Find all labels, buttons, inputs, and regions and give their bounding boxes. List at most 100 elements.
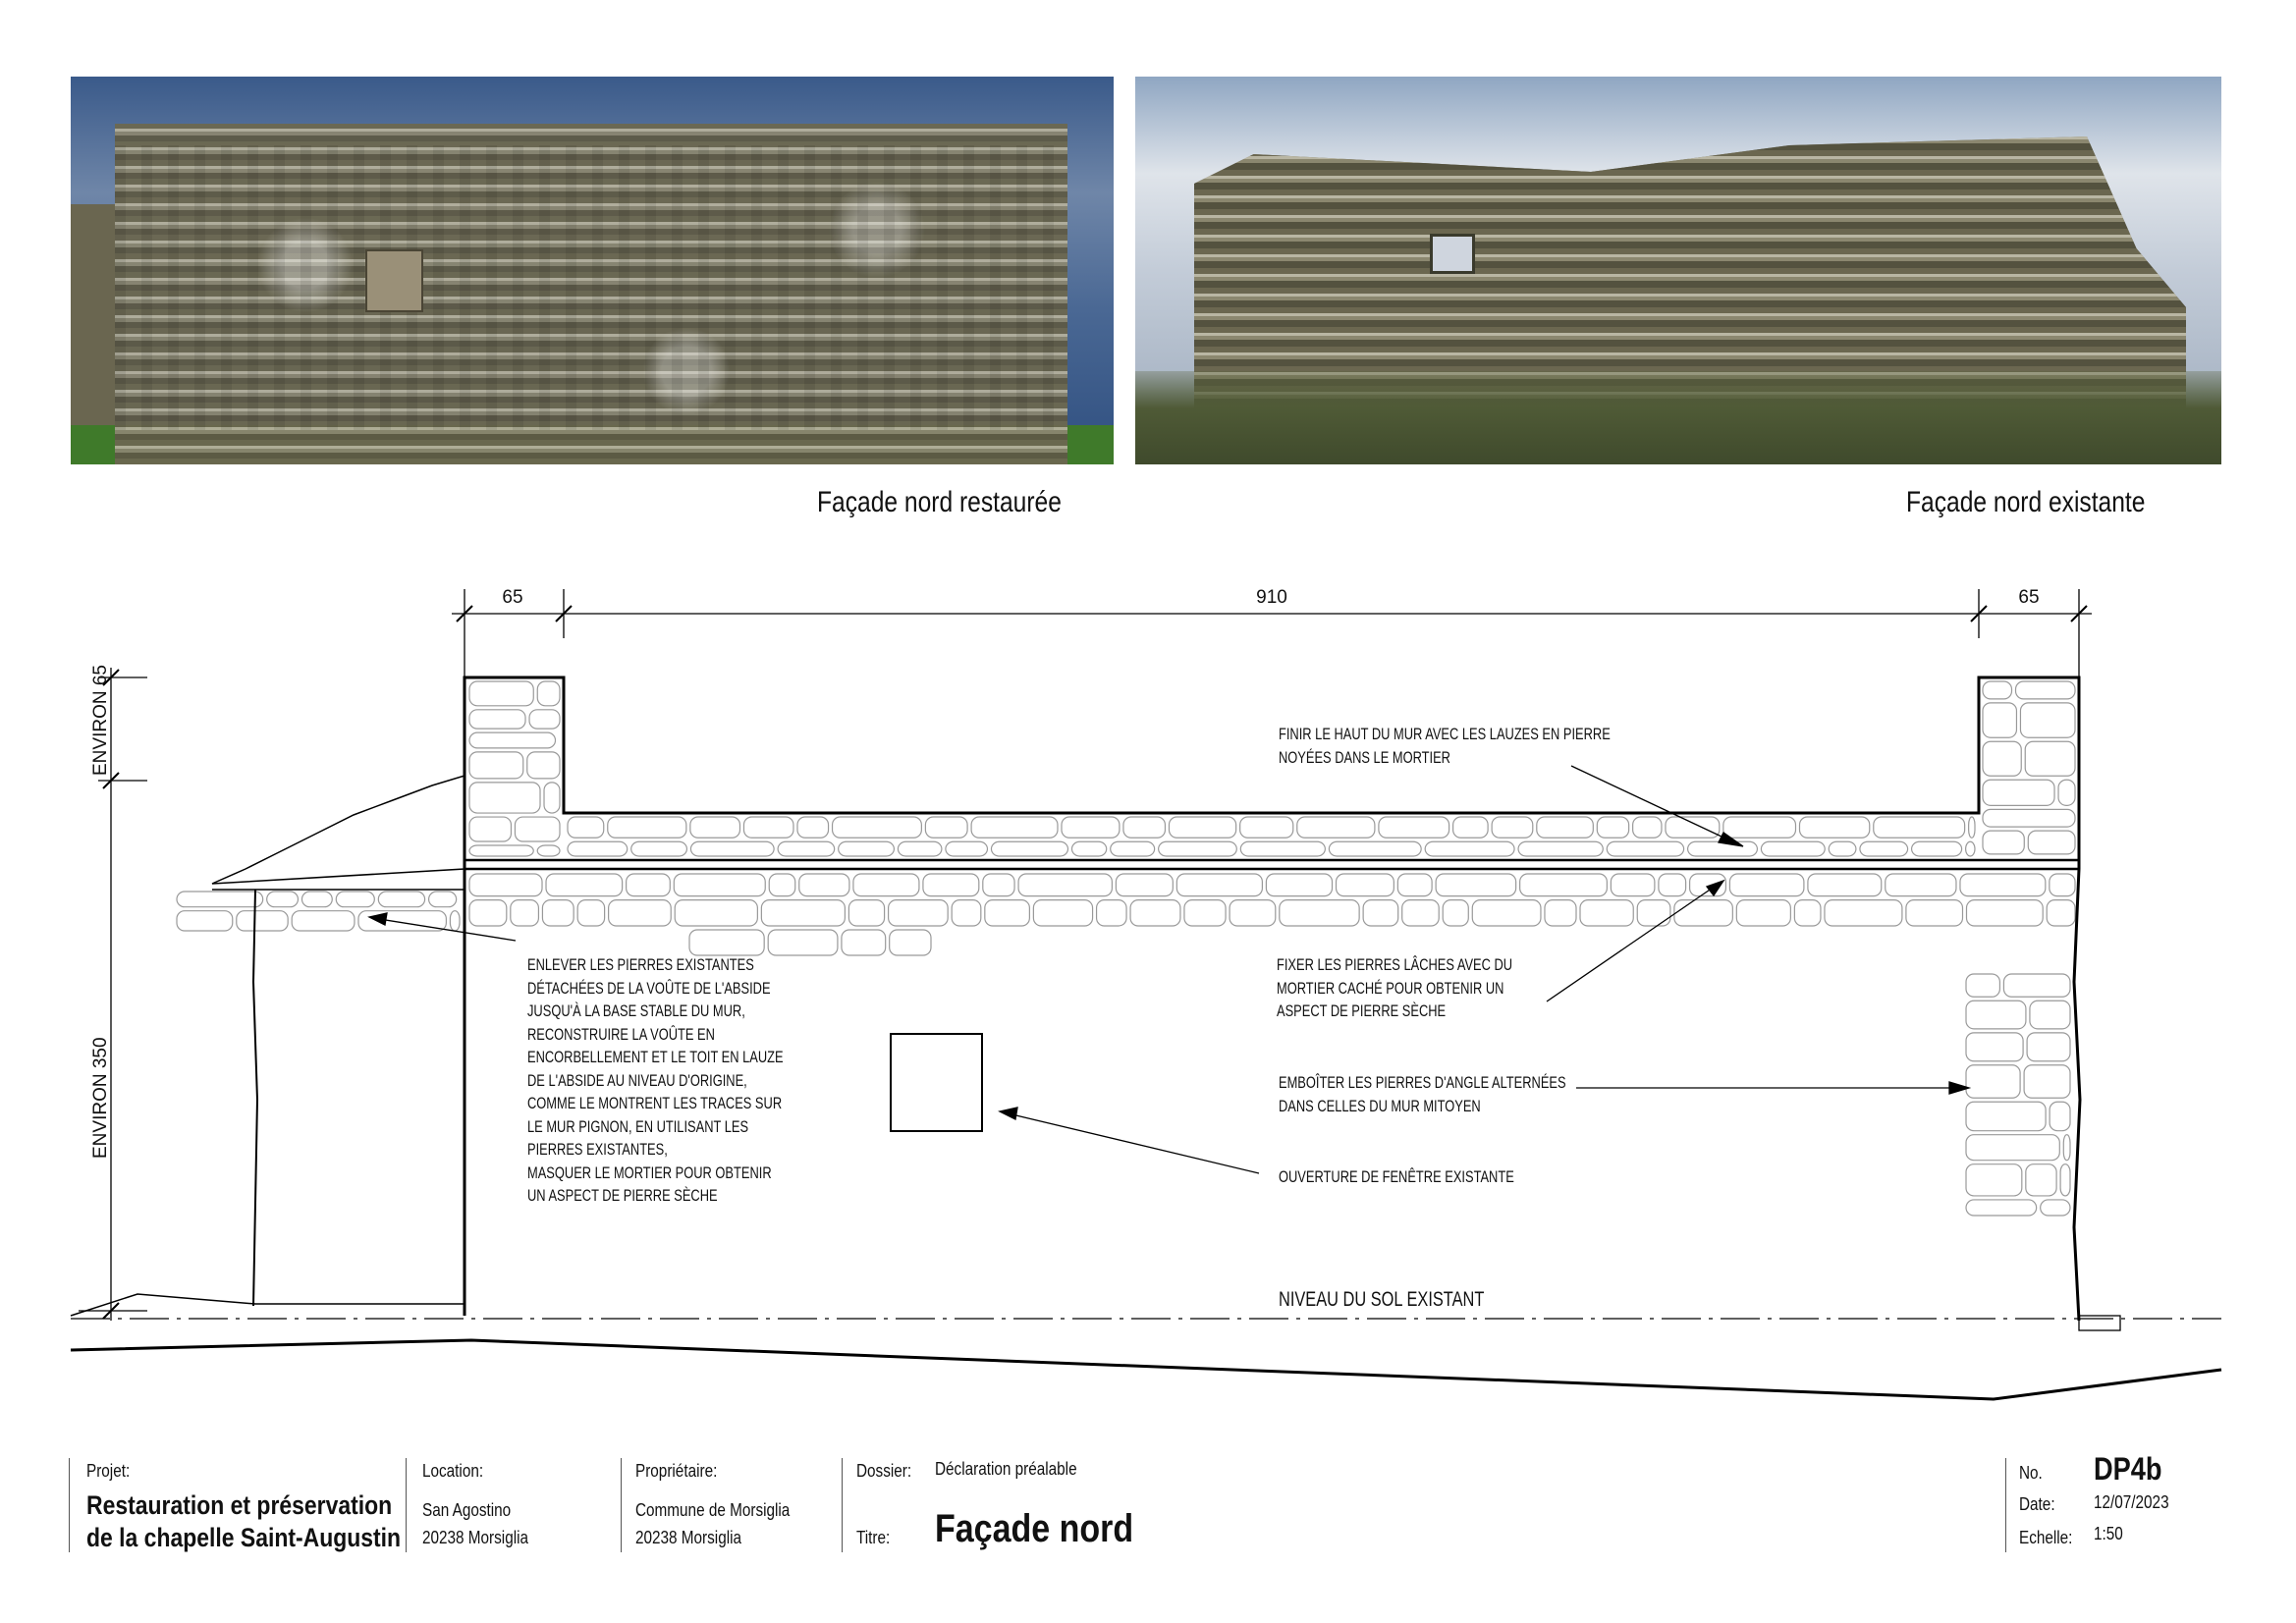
drawing-number: DP4b xyxy=(2094,1451,2162,1487)
stone xyxy=(541,899,574,927)
stone xyxy=(2049,1101,2071,1132)
stone xyxy=(1536,816,1594,839)
owner-line1: Commune de Morsiglia xyxy=(635,1500,791,1520)
stone xyxy=(514,816,561,842)
stone xyxy=(796,816,830,839)
stone xyxy=(510,899,540,927)
stone xyxy=(852,873,920,897)
stone xyxy=(688,929,765,956)
annotation-arrows xyxy=(367,765,1972,1174)
location-line1: San Agostino xyxy=(422,1500,512,1520)
stone xyxy=(1964,840,1976,857)
stone xyxy=(1401,899,1440,927)
stone xyxy=(689,840,775,857)
stone xyxy=(1519,873,1608,897)
stone xyxy=(1824,899,1903,927)
stone xyxy=(626,873,671,897)
scale-value: 1:50 xyxy=(2094,1524,2123,1543)
stone xyxy=(838,840,896,857)
stone xyxy=(468,680,534,707)
stone xyxy=(1435,873,1517,897)
stone xyxy=(1362,899,1399,927)
stone xyxy=(468,782,541,814)
stone xyxy=(543,782,561,814)
stone xyxy=(291,910,355,932)
dim-left-pillar: 65 xyxy=(502,587,523,608)
stone xyxy=(2027,830,2076,855)
note-corner-stones: EMBOÎTER LES PIERRES D'ANGLE ALTERNÉES D… xyxy=(1279,1074,1566,1115)
dim-main-height: ENVIRON 350 xyxy=(90,1037,111,1159)
stone xyxy=(1017,873,1113,897)
stone xyxy=(1859,840,1909,857)
stone xyxy=(607,816,687,839)
stone xyxy=(1596,816,1630,839)
stone xyxy=(468,709,526,730)
stone xyxy=(1095,899,1127,927)
stone xyxy=(1735,899,1791,927)
stone xyxy=(1168,816,1237,839)
stone xyxy=(1610,873,1656,897)
stone xyxy=(301,891,333,908)
drawing-title: Façade nord xyxy=(935,1507,1134,1550)
stone xyxy=(236,910,289,932)
date-label: Date: xyxy=(2019,1494,2055,1514)
stone xyxy=(889,929,932,956)
note-ground-level: NIVEAU DU SOL EXISTANT xyxy=(1279,1288,1485,1311)
stone xyxy=(2023,1064,2071,1099)
stone xyxy=(1665,816,1721,839)
stone xyxy=(1632,816,1663,839)
stone xyxy=(1296,816,1376,839)
stone xyxy=(468,816,513,842)
stone xyxy=(768,873,796,897)
stone xyxy=(1959,873,2047,897)
divider xyxy=(69,1458,70,1552)
dossier-value: Déclaration préalable xyxy=(935,1459,1077,1479)
stone xyxy=(1279,899,1360,927)
divider xyxy=(621,1458,622,1552)
stone xyxy=(777,840,836,857)
stone xyxy=(982,873,1015,897)
stone xyxy=(1424,840,1515,857)
stone xyxy=(689,816,741,839)
stone xyxy=(1965,1000,2027,1030)
stone xyxy=(2059,1163,2071,1197)
stone xyxy=(576,899,606,927)
stone xyxy=(1965,1032,2024,1062)
caption-existing: Façade nord existante xyxy=(1906,486,2146,518)
stone xyxy=(1158,840,1237,857)
stone xyxy=(1335,873,1394,897)
stone xyxy=(1965,1163,2023,1197)
stone xyxy=(831,816,922,839)
stone xyxy=(798,873,850,897)
dim-upper-height: ENVIRON 65 xyxy=(90,665,111,776)
stone xyxy=(674,899,758,927)
location-label: Location: xyxy=(422,1461,484,1481)
stone xyxy=(1965,1199,2038,1217)
stone xyxy=(1115,873,1174,897)
stone xyxy=(2014,680,2076,700)
stone xyxy=(1686,840,1759,857)
stone xyxy=(1722,816,1797,839)
stone xyxy=(924,816,968,839)
stone xyxy=(1965,899,2044,927)
stone xyxy=(1517,840,1604,857)
stone xyxy=(847,899,886,927)
stone xyxy=(1239,816,1294,839)
stone xyxy=(377,891,426,908)
stone xyxy=(1982,808,2076,828)
stone xyxy=(970,816,1059,839)
stone xyxy=(1606,840,1685,857)
stone xyxy=(897,840,943,857)
window-opening xyxy=(890,1033,983,1132)
stone xyxy=(2025,1163,2057,1197)
location-line2: 20238 Morsiglia xyxy=(422,1528,529,1547)
stone xyxy=(1982,740,2022,777)
stone xyxy=(1229,899,1277,927)
stone xyxy=(536,844,561,857)
stone xyxy=(1798,816,1871,839)
stone xyxy=(1328,840,1422,857)
divider xyxy=(842,1458,843,1552)
project-name-line1: Restauration et préservation xyxy=(86,1490,393,1520)
stone xyxy=(1658,873,1687,897)
